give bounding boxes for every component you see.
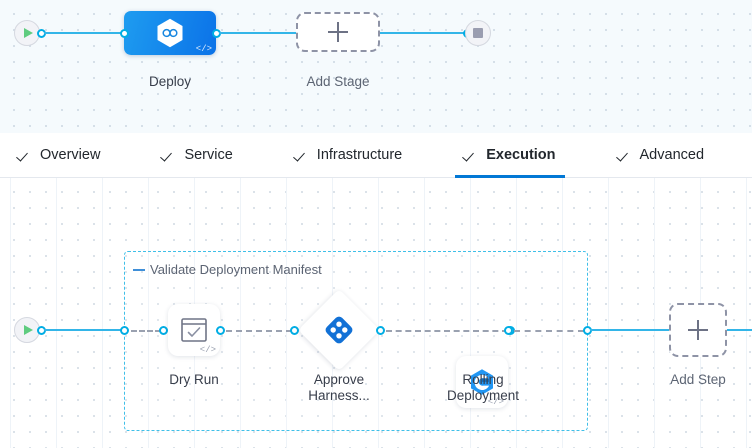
add-stage-button[interactable] — [296, 12, 380, 52]
edge-approve-to-rolling — [386, 329, 508, 332]
tab-infrastructure[interactable]: Infrastructure — [277, 133, 420, 178]
harness-approval-icon — [325, 316, 353, 344]
edge-deploy-to-addstage — [219, 31, 299, 35]
tab-overview[interactable]: Overview — [0, 133, 118, 178]
add-stage-label: Add Stage — [306, 74, 370, 89]
tab-advanced[interactable]: Advanced — [600, 133, 723, 178]
minus-icon[interactable] — [133, 268, 145, 271]
stage-graph-canvas[interactable]: </> Deploy Add Stage — [0, 0, 752, 133]
harness-hexagon-infinity-icon — [157, 18, 183, 48]
step-label-rolling-deployment: Rolling Deployment — [446, 372, 520, 403]
rolling-output-port[interactable] — [504, 325, 513, 335]
dry-run-code-badge[interactable]: </> — [199, 345, 216, 355]
step-group-header[interactable]: Validate Deployment Manifest — [133, 262, 322, 277]
approve-output-port[interactable] — [376, 325, 385, 335]
tab-service[interactable]: Service — [144, 133, 250, 178]
edge-group-to-dryrun — [131, 329, 161, 332]
add-step-label: Add Step — [670, 372, 726, 387]
check-icon — [464, 149, 477, 162]
tab-advanced-label: Advanced — [639, 147, 705, 163]
dryrun-input-port[interactable] — [159, 325, 168, 335]
edge-start-to-group — [44, 328, 122, 332]
step-node-rolling-deployment[interactable]: </> — [456, 356, 508, 408]
edge-start-to-deploy — [44, 31, 128, 35]
pipeline-end-node[interactable] — [465, 20, 491, 46]
step-label-dry-run: Dry Run — [169, 372, 219, 387]
tab-execution-label: Execution — [486, 147, 556, 163]
approve-input-port[interactable] — [290, 325, 299, 335]
stage-label-deploy: Deploy — [148, 74, 192, 89]
stage-config-tabs[interactable]: Overview Service Infrastructure Executio… — [0, 133, 752, 178]
shell-script-check-icon — [181, 318, 207, 342]
tab-overview-label: Overview — [40, 147, 101, 163]
check-icon — [295, 149, 308, 162]
tab-execution[interactable]: Execution — [446, 133, 573, 178]
plus-icon — [688, 320, 708, 340]
step-node-dry-run[interactable]: </> — [168, 304, 220, 356]
stop-icon — [473, 28, 483, 38]
edge-group-to-addstep — [590, 328, 670, 332]
check-icon — [18, 149, 31, 162]
edge-addstage-to-end — [380, 31, 470, 35]
dryrun-output-port[interactable] — [216, 325, 225, 335]
edge-dryrun-to-approve — [226, 329, 292, 332]
stage-node-deploy[interactable]: </> — [124, 11, 216, 55]
step-node-approve-harness[interactable] — [297, 288, 381, 372]
stage-code-badge[interactable]: </> — [195, 44, 212, 54]
pipeline-start-node[interactable] — [14, 20, 40, 46]
execution-graph-canvas[interactable]: Validate Deployment Manifest </> Dry Run — [0, 178, 752, 448]
edge-rolling-to-group-exit — [514, 329, 584, 332]
check-icon — [162, 149, 175, 162]
step-label-approve-harness: Approve Harness... — [308, 372, 370, 403]
group-entry-port[interactable] — [120, 325, 129, 335]
play-icon — [24, 325, 33, 335]
tab-infrastructure-label: Infrastructure — [316, 147, 403, 163]
add-step-button[interactable] — [669, 303, 727, 357]
rolling-deployment-icon — [471, 369, 493, 395]
rolling-deployment-code-badge[interactable]: </> — [487, 397, 504, 407]
execution-start-node[interactable] — [14, 317, 40, 343]
deploy-input-port[interactable] — [120, 28, 129, 38]
plus-icon — [328, 22, 348, 42]
edge-addstep-trailing — [727, 328, 752, 332]
step-group-label: Validate Deployment Manifest — [150, 262, 322, 277]
play-icon — [24, 28, 33, 38]
check-icon — [618, 149, 631, 162]
tab-active-underline — [455, 174, 565, 178]
tab-service-label: Service — [184, 147, 233, 163]
